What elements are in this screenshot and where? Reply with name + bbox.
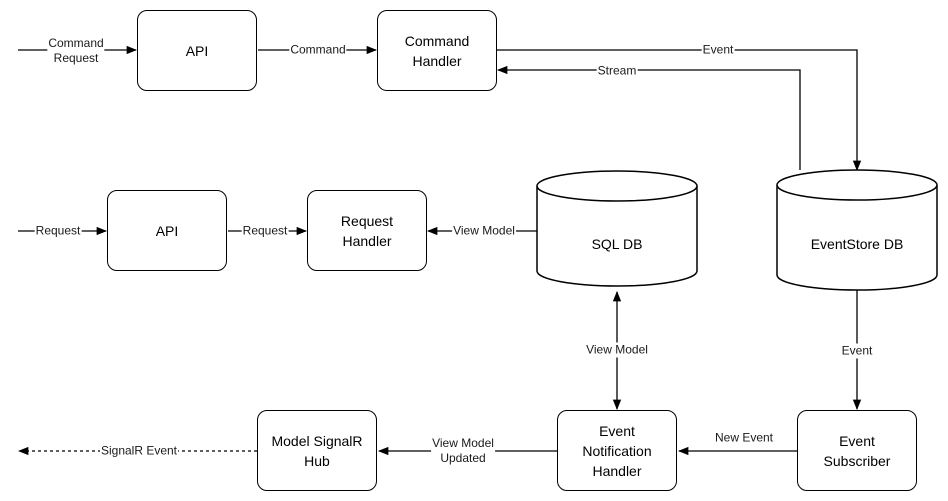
command-handler-box: Command Handler bbox=[377, 10, 497, 91]
label-new-event: New Event bbox=[714, 430, 774, 445]
edge-stream bbox=[496, 65, 801, 170]
label-stream: Stream bbox=[596, 63, 638, 79]
sql-db-label: SQL DB bbox=[591, 236, 643, 252]
request-handler-box: Request Handler bbox=[307, 190, 427, 271]
edge-event-to-store bbox=[497, 49, 862, 172]
label-command: Command bbox=[289, 42, 347, 58]
label-view-model-sql-notification: View Model bbox=[585, 342, 649, 358]
event-subscriber-box: Event Subscriber bbox=[797, 410, 917, 491]
label-command-request: Command Request bbox=[47, 36, 105, 66]
label-event-to-store: Event bbox=[701, 42, 735, 58]
label-request: Request bbox=[241, 223, 289, 239]
sql-db-cylinder bbox=[536, 170, 698, 287]
label-request-in: Request bbox=[34, 223, 82, 239]
label-event-to-subscriber: Event bbox=[840, 343, 874, 359]
signalr-hub-box: Model SignalR Hub bbox=[257, 410, 377, 491]
api-query-box: API bbox=[107, 190, 227, 271]
label-view-model-updated: View Model Updated bbox=[431, 436, 495, 466]
api-command-box: API bbox=[137, 10, 257, 91]
event-notification-handler-box: Event Notification Handler bbox=[557, 410, 677, 491]
label-view-model-to-request-handler: View Model bbox=[452, 223, 516, 239]
eventstore-db-label: EventStore DB bbox=[810, 236, 904, 252]
label-signalr-event: SignalR Event bbox=[99, 443, 179, 459]
eventstore-db-cylinder bbox=[776, 169, 938, 291]
